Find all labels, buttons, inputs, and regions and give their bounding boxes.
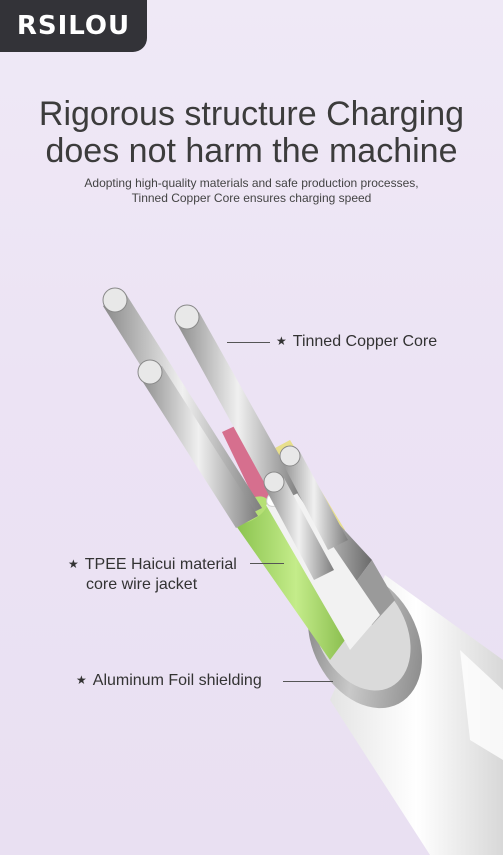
title-line-2: does not harm the machine [45, 132, 458, 170]
callout-foil-text: Aluminum Foil shielding [92, 672, 262, 689]
page-title: Rigorous structure Charging does not har… [0, 96, 503, 170]
callout-jacket-line-2: core wire jacket [86, 576, 198, 593]
copper-leader-line [227, 342, 270, 343]
jacket-leader-line [250, 563, 284, 564]
foil-leader-line [283, 681, 333, 682]
star-icon: ★ [276, 334, 287, 348]
brand-logo: RSILOU [0, 0, 147, 52]
title-line-1: Rigorous structure Charging [38, 95, 465, 133]
subtitle-line-1: Adopting high-quality materials and safe… [84, 176, 419, 190]
tinned-copper-strands [103, 294, 348, 580]
outer-jacket-highlight [460, 650, 503, 760]
brand-logo-text: RSILOU [16, 11, 131, 41]
callout-jacket-line-1: TPEE Haicui material [84, 556, 237, 573]
callout-tinned-copper-core: ★ Tinned Copper Core [276, 331, 437, 352]
callout-tpee-jacket: ★ TPEE Haicui material core wire jacket [68, 554, 237, 595]
subtitle: Adopting high-quality materials and safe… [0, 176, 503, 206]
callout-aluminum-foil: ★ Aluminum Foil shielding [76, 670, 262, 691]
grey-core-jacket-end [350, 560, 395, 625]
star-icon: ★ [76, 673, 87, 687]
strand-tips [102, 287, 301, 493]
callout-copper-text: Tinned Copper Core [292, 333, 438, 350]
star-icon: ★ [68, 557, 79, 571]
subtitle-line-2: Tinned Copper Core ensures charging spee… [131, 191, 372, 205]
green-core-jacket [232, 498, 360, 660]
